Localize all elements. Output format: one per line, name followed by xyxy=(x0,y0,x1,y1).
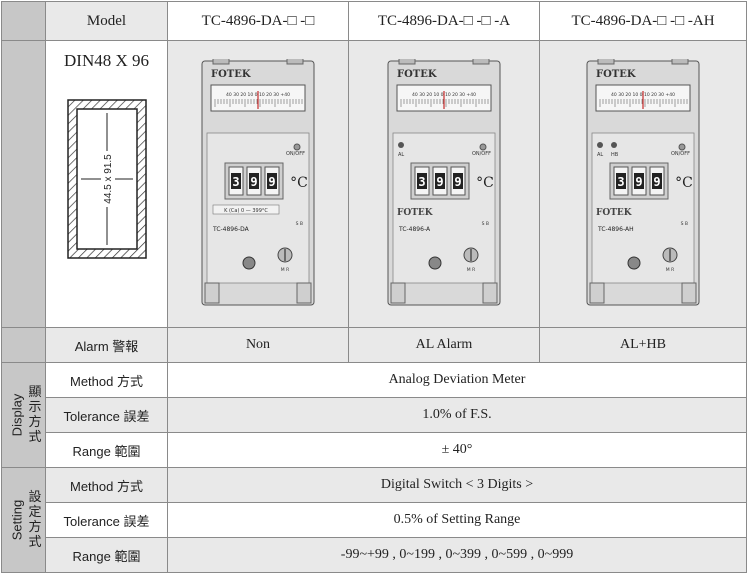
display-tolerance-value: 1.0% of F.S. xyxy=(167,397,747,433)
setting-method-value: Digital Switch < 3 Digits > xyxy=(167,467,747,503)
panel-brand-logo: FOTEK xyxy=(596,208,633,218)
onoff-label: ON/OFF xyxy=(472,151,491,157)
power-led-icon xyxy=(678,143,686,151)
display-tolerance-label: Tolerance 誤差 xyxy=(45,397,168,433)
alarm-row: Alarm 警報 Non AL Alarm AL+HB xyxy=(1,327,747,363)
brand-logo: FOTEK xyxy=(596,69,636,80)
digit-value: 9 xyxy=(436,175,443,189)
front-panel xyxy=(392,132,496,284)
connector-icon xyxy=(242,256,256,270)
power-led-icon xyxy=(293,143,301,151)
unit-label: °C xyxy=(290,175,308,191)
model-2: TC-4896-DA-□ -□ -A xyxy=(348,1,540,41)
spec-table: Model TC-4896-DA-□ -□ TC-4896-DA-□ -□ -A… xyxy=(1,1,747,573)
setting-tolerance-row: Tolerance 誤差 0.5% of Setting Range xyxy=(2,502,747,538)
model-label: Model xyxy=(45,1,168,41)
setting-tolerance-label: Tolerance 誤差 xyxy=(45,502,168,538)
display-group-en: Display xyxy=(9,393,24,437)
model-1: TC-4896-DA-□ -□ xyxy=(167,1,349,41)
front-panel xyxy=(591,132,695,284)
connector-icon xyxy=(627,256,641,270)
display-method-label: Method 方式 xyxy=(45,362,168,398)
display-range-label: Range 範圍 xyxy=(45,432,168,468)
setting-group-label: Setting 設定方式 xyxy=(1,467,46,573)
display-method-row: Display 顯示方式 Method 方式 Analog Deviation … xyxy=(1,362,747,468)
unit-label: °C xyxy=(675,175,693,191)
brand-logo: FOTEK xyxy=(211,69,251,80)
alarm-led-icon xyxy=(597,142,603,148)
display-group-label: Display 顯示方式 xyxy=(1,362,46,468)
device-model-label: TC-4896-DA xyxy=(212,226,250,233)
cutout-dimension-label: 44.5 x 91.5 xyxy=(103,154,114,204)
alarm-led-label: AL xyxy=(597,152,603,158)
mr-label: M R xyxy=(666,267,674,273)
display-group-cn: 顯示方式 xyxy=(28,385,42,445)
din-size-label: DIN48 X 96 xyxy=(64,51,149,70)
display-tolerance-row: Tolerance 誤差 1.0% of F.S. xyxy=(2,397,747,433)
digit-value: 9 xyxy=(268,175,275,189)
alarm-value-3: AL+HB xyxy=(539,327,747,363)
setting-range-label: Range 範圍 xyxy=(45,537,168,573)
setting-range-row: Range 範圍 -99~+99 , 0~199 , 0~399 , 0~599… xyxy=(2,537,747,573)
setting-method-label: Method 方式 xyxy=(45,467,168,503)
setting-group-cn: 設定方式 xyxy=(28,490,42,550)
unit-label: °C xyxy=(476,175,494,191)
mr-label: M R xyxy=(467,267,475,273)
range-strip xyxy=(212,204,280,215)
side-cell xyxy=(1,327,46,363)
setting-tolerance-value: 0.5% of Setting Range xyxy=(167,502,747,538)
sb-label: S B xyxy=(482,221,489,227)
mr-label: M R xyxy=(281,267,289,273)
sb-label: S B xyxy=(681,221,688,227)
panel-brand-logo: FOTEK xyxy=(397,208,434,218)
display-range-value: ± 40° xyxy=(167,432,747,468)
dimension-cell: DIN48 X 96 44.5 x 91.5 xyxy=(45,40,168,328)
onoff-label: ON/OFF xyxy=(671,151,690,157)
setting-group-en: Setting xyxy=(9,499,24,541)
model-3: TC-4896-DA-□ -□ -AH xyxy=(539,1,747,41)
alarm-value-1: Non xyxy=(167,327,349,363)
alarm-led-icon xyxy=(611,142,617,148)
alarm-led-label: HB xyxy=(611,152,619,158)
onoff-label: ON/OFF xyxy=(286,151,305,157)
side-cell xyxy=(1,40,46,328)
device-model-label: TC-4896-AH xyxy=(597,226,634,233)
display-method-value: Analog Deviation Meter xyxy=(167,362,747,398)
digit-value: 9 xyxy=(454,175,461,189)
corner-cell xyxy=(1,1,46,41)
setting-method-row: Setting 設定方式 Method 方式 Digital Switch < … xyxy=(1,467,747,573)
alarm-label: Alarm 警報 xyxy=(45,327,168,363)
cutout-diagram: 44.5 x 91.5 xyxy=(66,99,147,259)
connector-icon xyxy=(428,256,442,270)
range-strip-text: K (Ca) 0 — 399°C xyxy=(224,208,268,214)
alarm-led-label: AL xyxy=(398,152,404,158)
display-range-row: Range 範圍 ± 40° xyxy=(2,432,747,468)
alarm-led-icon xyxy=(398,142,404,148)
digit-value: 9 xyxy=(653,175,660,189)
setting-range-value: -99~+99 , 0~199 , 0~399 , 0~599 , 0~999 xyxy=(167,537,747,573)
brand-logo: FOTEK xyxy=(397,69,437,80)
digit-value: 3 xyxy=(418,175,425,189)
header-row: Model TC-4896-DA-□ -□ TC-4896-DA-□ -□ -A… xyxy=(1,1,747,41)
digit-value: 3 xyxy=(617,175,624,189)
digit-value: 3 xyxy=(232,175,239,189)
power-led-icon xyxy=(479,143,487,151)
alarm-value-2: AL Alarm xyxy=(348,327,540,363)
digit-value: 9 xyxy=(250,175,257,189)
device-model-label: TC-4896-A xyxy=(398,226,431,233)
sb-label: S B xyxy=(296,221,303,227)
digit-value: 9 xyxy=(635,175,642,189)
